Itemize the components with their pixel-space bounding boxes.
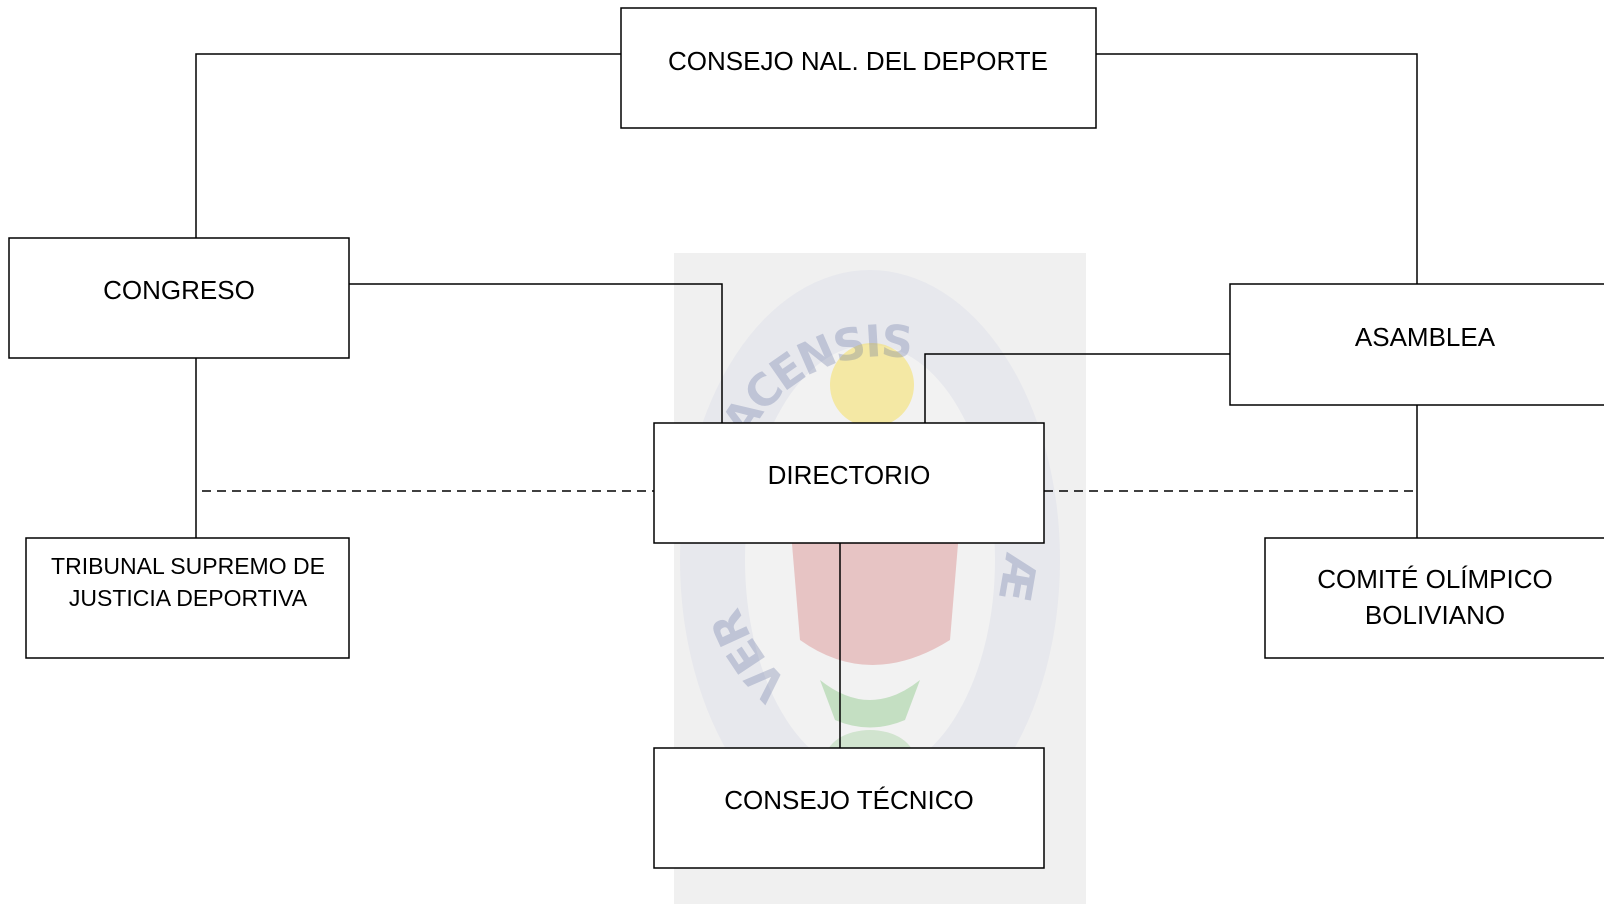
- bow-icon: [820, 680, 920, 728]
- node-directorio: DIRECTORIO: [653, 422, 1045, 544]
- node-comite-label-line1: COMITÉ OLÍMPICO: [1317, 564, 1552, 594]
- node-congreso: CONGRESO: [8, 237, 350, 359]
- node-directorio-label: DIRECTORIO: [768, 460, 931, 490]
- connector-consejo-congreso: [195, 53, 621, 238]
- connector-asamblea-directorio: [924, 353, 1230, 423]
- node-asamblea-label: ASAMBLEA: [1355, 322, 1496, 352]
- node-consejo-tecnico: CONSEJO TÉCNICO: [653, 747, 1045, 869]
- node-tribunal-label-line1: TRIBUNAL SUPREMO DE: [51, 553, 325, 579]
- connector-consejo-asamblea: [1096, 53, 1418, 284]
- node-consejo-tecnico-label: CONSEJO TÉCNICO: [724, 785, 973, 815]
- node-tribunal: TRIBUNAL SUPREMO DE JUSTICIA DEPORTIVA: [25, 537, 350, 659]
- node-asamblea: ASAMBLEA: [1229, 283, 1604, 406]
- sun-icon: [830, 343, 914, 427]
- node-congreso-label: CONGRESO: [103, 275, 255, 305]
- node-tribunal-label-line2: JUSTICIA DEPORTIVA: [69, 585, 308, 611]
- node-comite-olimpico: COMITÉ OLÍMPICO BOLIVIANO: [1264, 537, 1604, 659]
- connector-congreso-directorio: [349, 283, 723, 423]
- node-consejo-nacional: CONSEJO NAL. DEL DEPORTE: [620, 7, 1097, 129]
- connectors: [195, 53, 1418, 748]
- node-comite-label-line2: BOLIVIANO: [1365, 600, 1505, 630]
- node-consejo-nacional-label: CONSEJO NAL. DEL DEPORTE: [668, 46, 1048, 76]
